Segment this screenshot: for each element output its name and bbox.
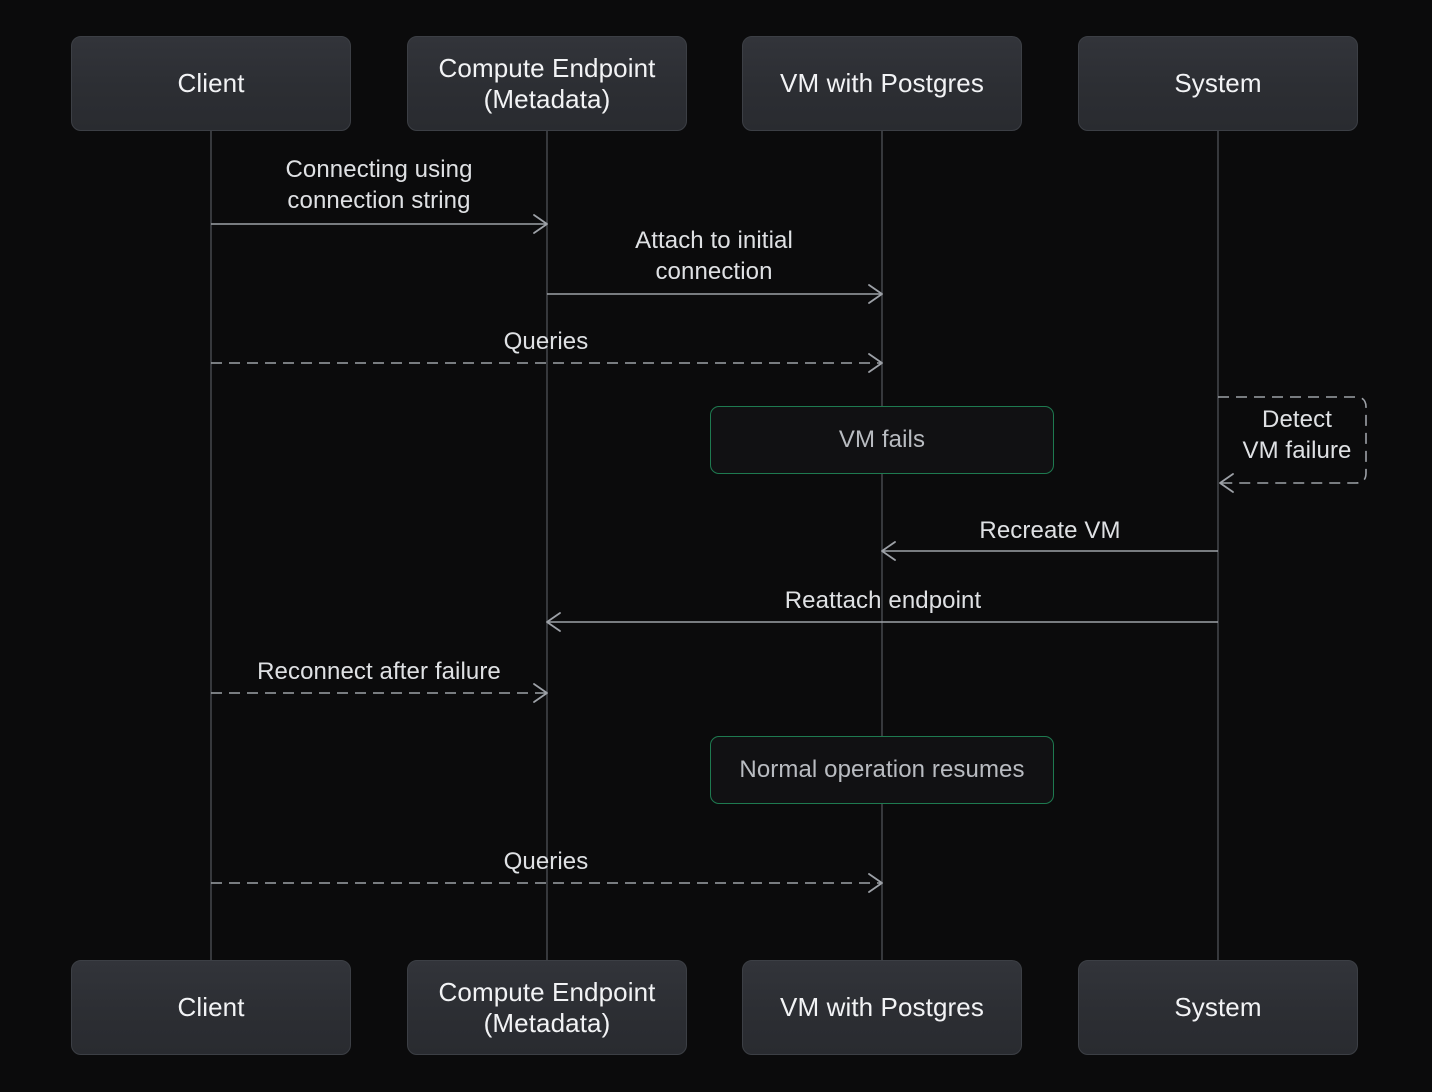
participant-box-top-system[interactable]: System	[1078, 36, 1358, 131]
participant-box-bottom-client[interactable]: Client	[71, 960, 351, 1055]
participant-box-bottom-compute[interactable]: Compute Endpoint (Metadata)	[407, 960, 687, 1055]
participant-label: Compute Endpoint (Metadata)	[438, 52, 656, 114]
arrowhead	[868, 353, 883, 373]
arrowhead	[881, 541, 896, 561]
arrowhead	[533, 214, 548, 234]
participant-label: System	[1174, 992, 1262, 1023]
arrowhead	[868, 873, 883, 893]
lifelines-group	[210, 131, 1219, 960]
note-label: VM fails	[838, 426, 926, 453]
participant-label: Compute Endpoint (Metadata)	[438, 976, 656, 1038]
participant-box-bottom-vm[interactable]: VM with Postgres	[742, 960, 1022, 1055]
participant-box-bottom-system[interactable]: System	[1078, 960, 1358, 1055]
self-message-line-detect-vm-failure	[1218, 396, 1367, 484]
participant-label: System	[1174, 68, 1262, 99]
participant-box-top-vm[interactable]: VM with Postgres	[742, 36, 1022, 131]
participant-box-top-client[interactable]: Client	[71, 36, 351, 131]
participant-label: Client	[177, 992, 245, 1023]
note-label: Normal operation resumes	[739, 756, 1025, 783]
arrowhead	[868, 284, 883, 304]
arrows-group	[211, 214, 1367, 893]
participant-label: Client	[177, 68, 245, 99]
arrowhead	[546, 612, 561, 632]
arrowhead	[1219, 473, 1234, 493]
self-message-label-detect-vm-failure: Detect VM failure	[1242, 406, 1352, 464]
note-normal-operation-resumes: Normal operation resumes	[710, 736, 1054, 804]
arrowhead	[533, 683, 548, 703]
note-vm-fails: VM fails	[710, 406, 1054, 474]
participant-label: VM with Postgres	[780, 68, 984, 99]
participant-box-top-compute[interactable]: Compute Endpoint (Metadata)	[407, 36, 687, 131]
participant-label: VM with Postgres	[780, 992, 984, 1023]
